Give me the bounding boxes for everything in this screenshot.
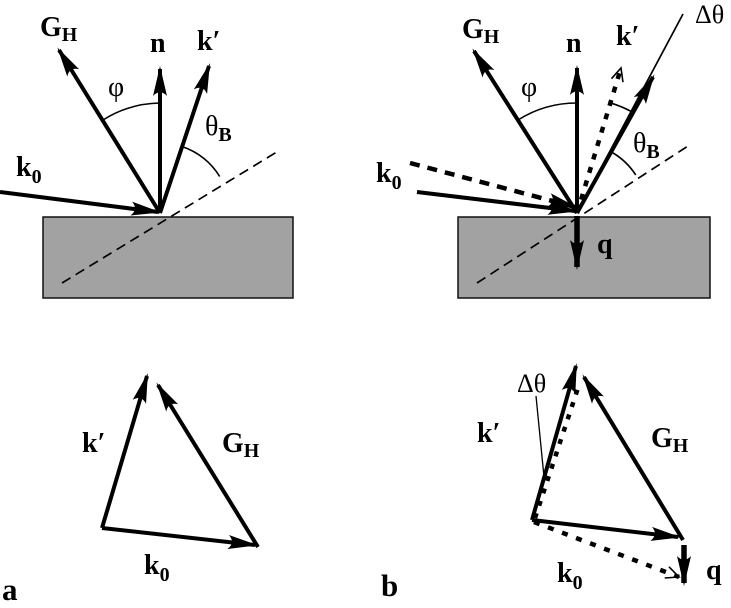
label-k0-a-triangle: k0 <box>144 550 170 586</box>
panel-tag-b: b <box>381 568 398 603</box>
label-n-b: n <box>566 28 582 59</box>
label-thetaB-b: θB <box>633 128 660 163</box>
angle-arc-thetaB-b <box>611 151 637 176</box>
crystal-slab-b <box>457 216 711 299</box>
crystal-slab-a <box>42 216 294 299</box>
label-phi-a: φ <box>108 72 124 103</box>
label-delta-theta-b-triangle: Δθ <box>517 369 546 398</box>
label-phi-b: φ <box>521 72 537 103</box>
triangle-kprime-dotted-b <box>532 387 581 519</box>
label-kprime-a-triangle: k′ <box>82 428 105 459</box>
label-kprime-a-top: k′ <box>197 26 220 57</box>
angle-arc-thetaB-a <box>182 145 221 177</box>
delta-theta-leader-line-b <box>535 395 545 478</box>
triangle-GH-b <box>582 374 685 542</box>
triangle-k0-solid-b <box>531 518 681 541</box>
angle-arc-phi-a <box>102 102 161 121</box>
label-k0-b-top: k0 <box>376 158 402 194</box>
label-q-b-top: q <box>597 229 613 260</box>
label-kprime-b-triangle: k′ <box>477 418 500 449</box>
triangle-kprime-solid-b <box>530 363 578 521</box>
triangle-GH-a <box>156 382 260 549</box>
label-kprime-b-top: k′ <box>616 21 639 52</box>
panel-a-surface-diagram: GH φ n k′ θB k0 <box>0 12 294 299</box>
label-n-a: n <box>150 28 166 59</box>
label-GH-b-top: GH <box>462 14 500 48</box>
lattice-planes-line-b <box>476 145 689 284</box>
angle-arc-delta-theta-b <box>609 101 634 114</box>
vector-kprime-a <box>158 63 211 214</box>
label-delta-theta-b-top: Δθ <box>695 0 724 29</box>
vector-k0-a <box>0 190 161 216</box>
vector-kprime-dashed-b <box>574 66 624 214</box>
triangle-k0-a <box>101 526 258 549</box>
vector-k0-solid-b <box>416 190 578 215</box>
triangle-k0-dotted-b <box>533 519 681 580</box>
panel-b-surface-diagram: GH φ n k′ Δθ θB k0 q <box>376 0 724 299</box>
label-q-b-triangle: q <box>706 555 722 586</box>
vector-GH-a <box>57 47 162 215</box>
panel-b-vector-triangle: Δθ k′ GH k0 q b <box>381 363 722 603</box>
vector-GH-b <box>472 48 579 215</box>
angle-arc-phi-b <box>517 102 578 121</box>
label-GH-a-triangle: GH <box>222 428 260 462</box>
label-k0-a-top: k0 <box>16 152 42 188</box>
label-GH-a-top: GH <box>40 12 78 46</box>
lattice-planes-line-a <box>61 149 281 284</box>
triangle-kprime-a <box>100 373 149 529</box>
label-thetaB-a: θB <box>205 111 232 146</box>
label-k0-b-triangle: k0 <box>557 558 583 594</box>
panel-a-vector-triangle: k′ GH k0 a <box>2 373 260 607</box>
label-GH-b-triangle: GH <box>651 423 689 457</box>
vector-kprime-solid-b <box>575 74 655 214</box>
panel-tag-a: a <box>2 572 18 603</box>
